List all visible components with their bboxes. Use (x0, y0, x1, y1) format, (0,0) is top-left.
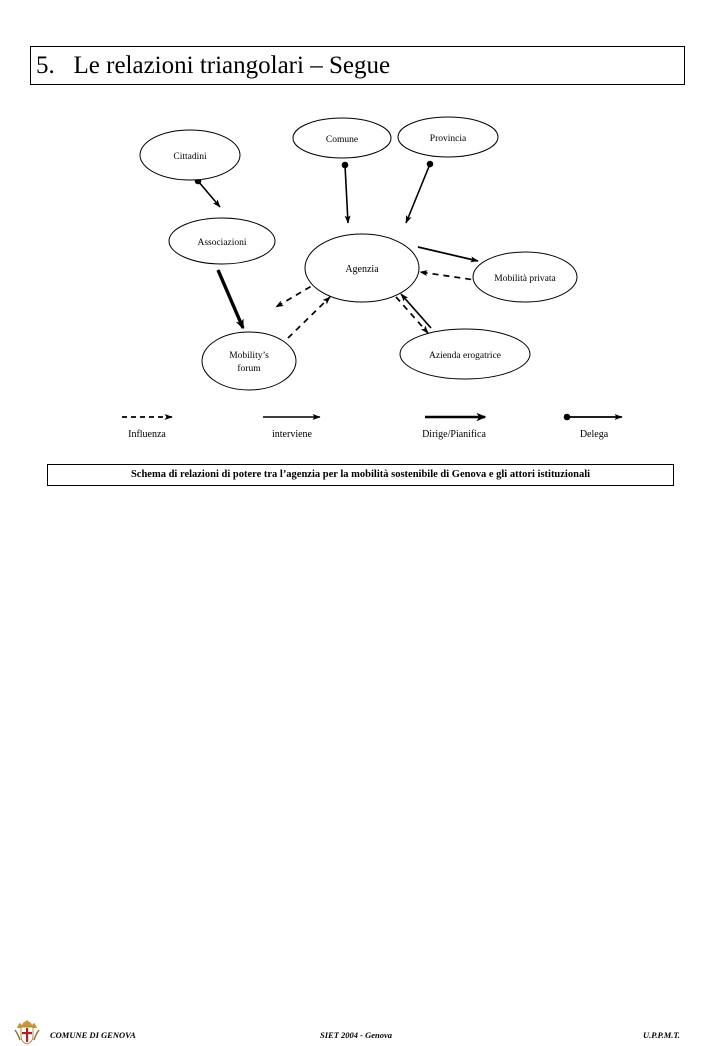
node-provincia[interactable]: Provincia (397, 116, 499, 158)
edge-cittadini-associazioni (194, 177, 221, 208)
caption-box (47, 464, 674, 486)
footer-left-text: COMUNE DI GENOVA (50, 1030, 136, 1040)
footer-right-text: U.P.P.M.T. (643, 1030, 680, 1040)
node-shape-agenzia (304, 233, 420, 303)
node-mobilita-privata[interactable]: Mobilità privata (472, 251, 578, 303)
node-agenzia[interactable]: Agenzia (304, 233, 420, 303)
legend: Influenza interviene Dirige/Pianifica De… (122, 412, 623, 440)
node-shape-associazioni (168, 217, 276, 265)
node-label-mobilitys-forum-line2: forum (237, 363, 261, 374)
legend-item-influenza: Influenza (122, 413, 173, 440)
node-label-mobilitys-forum: Mobility’s (229, 351, 269, 361)
edge-azienda-agenzia (400, 293, 432, 329)
legend-label-dirige: Dirige/Pianifica (422, 429, 486, 440)
node-mobilitys-forum[interactable]: Mobility’s forum (201, 331, 297, 391)
node-label-mobilita-privata: Mobilità privata (494, 274, 556, 284)
slide-footer: COMUNE DI GENOVA SIET 2004 - Genova U.P.… (0, 508, 720, 1045)
relations-diagram: Cittadini Comune Provincia Associazioni … (122, 116, 623, 440)
legend-item-delega: Delega (563, 413, 623, 440)
diagram-caption: Schema di relazioni di potere tra l’agen… (130, 469, 591, 480)
node-azienda-erogatrice[interactable]: Azienda erogatrice (399, 328, 531, 380)
comune-di-genova-crest-icon (14, 1020, 40, 1045)
node-label-azienda-erogatrice: Azienda erogatrice (429, 351, 501, 361)
edge-forum-agenzia (287, 296, 331, 339)
node-shape-comune (292, 117, 392, 159)
legend-label-interviene: interviene (272, 429, 313, 440)
page-title: 5. Le relazioni triangolari – Segue (36, 52, 391, 79)
edge-agenzia-mobilita-privata (417, 246, 479, 263)
edge-agenzia-azienda (395, 296, 429, 334)
edge-agenzia-forum (275, 280, 321, 308)
node-label-agenzia: Agenzia (345, 264, 379, 275)
node-shape-cittadini (139, 129, 241, 181)
edge-layer (194, 160, 483, 339)
node-label-cittadini: Cittadini (173, 152, 207, 162)
legend-label-influenza: Influenza (128, 429, 166, 440)
node-comune[interactable]: Comune (292, 117, 392, 159)
node-shape-azienda-erogatrice (399, 328, 531, 380)
legend-item-interviene: interviene (263, 413, 321, 440)
footer-center-text: SIET 2004 - Genova (320, 1030, 393, 1040)
node-label-associazioni: Associazioni (197, 238, 246, 248)
node-shape-provincia (397, 116, 499, 158)
node-label-comune: Comune (326, 135, 358, 145)
edge-comune-agenzia (341, 161, 351, 224)
node-associazioni[interactable]: Associazioni (168, 217, 276, 265)
legend-label-delega: Delega (580, 429, 609, 440)
edge-provincia-agenzia (405, 160, 434, 224)
node-shape-mobilitys-forum (201, 331, 297, 391)
node-cittadini[interactable]: Cittadini (139, 129, 241, 181)
legend-item-dirige: Dirige/Pianifica (422, 412, 487, 440)
slide-canvas: 5. Le relazioni triangolari – Segue (0, 46, 720, 1045)
node-label-provincia: Provincia (430, 134, 467, 144)
node-shape-mobilita-privata (472, 251, 578, 303)
title-box (30, 46, 685, 85)
edge-associazioni-forum (216, 269, 245, 330)
